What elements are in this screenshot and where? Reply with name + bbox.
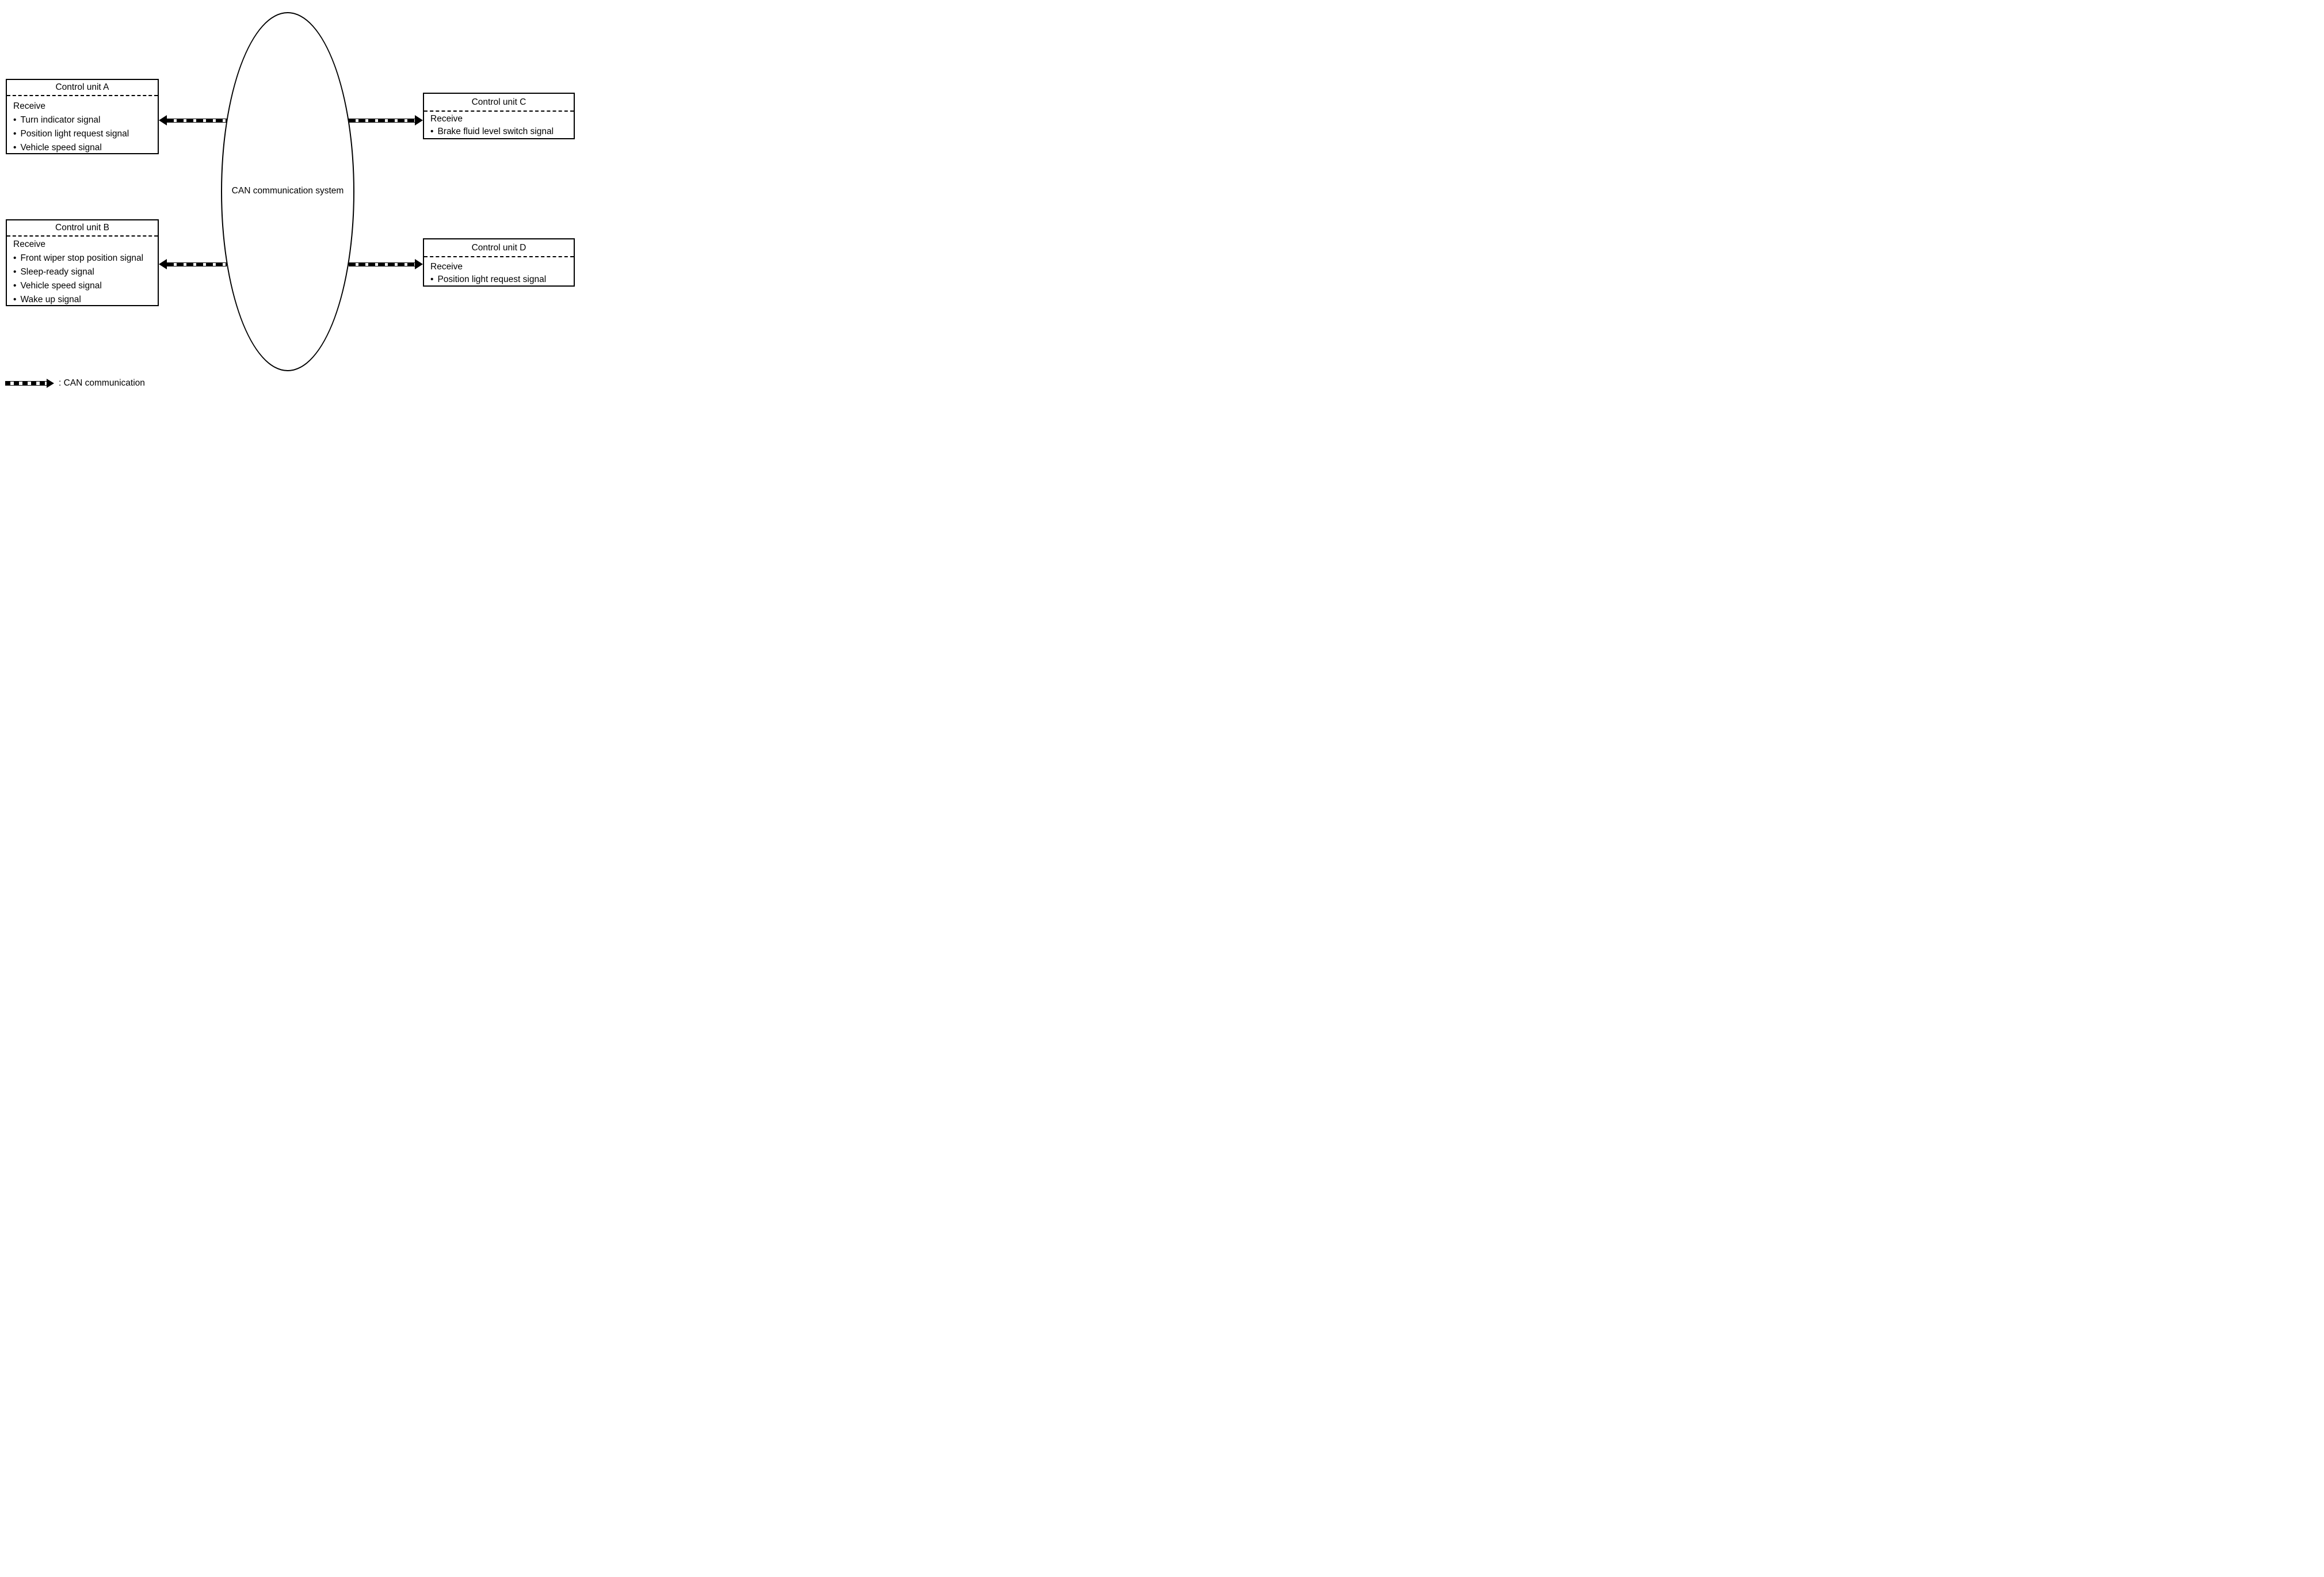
can-bus-ellipse bbox=[221, 12, 354, 371]
control-unit-b-body: Receive •Front wiper stop position signa… bbox=[7, 237, 158, 307]
signal-label: Turn indicator signal bbox=[20, 115, 101, 125]
can-striped-band bbox=[167, 118, 227, 123]
receive-label: Receive bbox=[430, 262, 463, 272]
signal-item: •Vehicle speed signal bbox=[13, 141, 155, 155]
control-unit-b-title: Control unit B bbox=[7, 220, 158, 237]
signal-item: •Brake fluid level switch signal bbox=[430, 125, 571, 138]
legend: : CAN communication bbox=[5, 378, 145, 389]
bullet-icon: • bbox=[430, 275, 434, 284]
receive-label: Receive bbox=[430, 114, 463, 124]
signal-item: •Turn indicator signal bbox=[13, 113, 155, 127]
control-unit-c-body: Receive •Brake fluid level switch signal bbox=[424, 112, 574, 138]
bullet-icon: • bbox=[13, 281, 17, 291]
bullet-icon: • bbox=[13, 267, 17, 277]
signal-item: •Position light request signal bbox=[430, 273, 571, 286]
signal-label: Position light request signal bbox=[20, 129, 129, 139]
can-arrow-to-unit-b bbox=[159, 259, 227, 269]
bullet-icon: • bbox=[13, 253, 17, 263]
can-striped-band bbox=[5, 381, 47, 386]
signal-label: Wake up signal bbox=[20, 295, 81, 304]
can-arrow-to-unit-a bbox=[159, 115, 227, 125]
signal-item: •Wake up signal bbox=[13, 293, 155, 307]
control-unit-a-box: Control unit A Receive •Turn indicator s… bbox=[6, 79, 159, 154]
signal-item: •Front wiper stop position signal bbox=[13, 252, 155, 265]
arrowhead-right-icon bbox=[47, 379, 54, 388]
control-unit-d-body: Receive •Position light request signal bbox=[424, 257, 574, 286]
control-unit-c-title: Control unit C bbox=[424, 94, 574, 112]
signal-label: Vehicle speed signal bbox=[20, 281, 102, 291]
bullet-icon: • bbox=[13, 295, 17, 304]
bullet-icon: • bbox=[13, 115, 17, 125]
signal-label: Front wiper stop position signal bbox=[20, 253, 144, 263]
signal-label: Vehicle speed signal bbox=[20, 143, 102, 153]
arrowhead-right-icon bbox=[415, 115, 423, 125]
control-unit-b-box: Control unit B Receive •Front wiper stop… bbox=[6, 219, 159, 306]
can-diagram: Control unit A Receive •Turn indicator s… bbox=[0, 0, 581, 394]
signal-item: •Position light request signal bbox=[13, 127, 155, 141]
receive-label: Receive bbox=[13, 239, 45, 249]
control-unit-d-title: Control unit D bbox=[424, 239, 574, 257]
can-striped-band bbox=[167, 262, 227, 266]
bullet-icon: • bbox=[430, 127, 434, 136]
arrowhead-right-icon bbox=[415, 259, 423, 269]
control-unit-a-title: Control unit A bbox=[7, 80, 158, 96]
signal-label: Brake fluid level switch signal bbox=[437, 127, 554, 136]
control-unit-a-body: Receive •Turn indicator signal •Position… bbox=[7, 96, 158, 155]
signal-label: Position light request signal bbox=[437, 275, 547, 284]
bullet-icon: • bbox=[13, 129, 17, 139]
arrowhead-left-icon bbox=[159, 259, 167, 269]
control-unit-c-box: Control unit C Receive •Brake fluid leve… bbox=[423, 93, 575, 139]
signal-item: •Sleep-ready signal bbox=[13, 265, 155, 279]
signal-label: Sleep-ready signal bbox=[20, 267, 94, 277]
can-striped-band bbox=[349, 118, 415, 123]
arrowhead-left-icon bbox=[159, 115, 167, 125]
can-arrow-to-unit-c bbox=[349, 115, 423, 125]
receive-label: Receive bbox=[13, 101, 45, 111]
can-bus-label: CAN communication system bbox=[231, 186, 344, 196]
control-unit-d-box: Control unit D Receive •Position light r… bbox=[423, 238, 575, 287]
signal-item: •Vehicle speed signal bbox=[13, 279, 155, 293]
can-arrow-to-unit-d bbox=[349, 259, 423, 269]
legend-label: : CAN communication bbox=[59, 378, 145, 388]
bullet-icon: • bbox=[13, 143, 17, 153]
can-striped-band bbox=[349, 262, 415, 266]
